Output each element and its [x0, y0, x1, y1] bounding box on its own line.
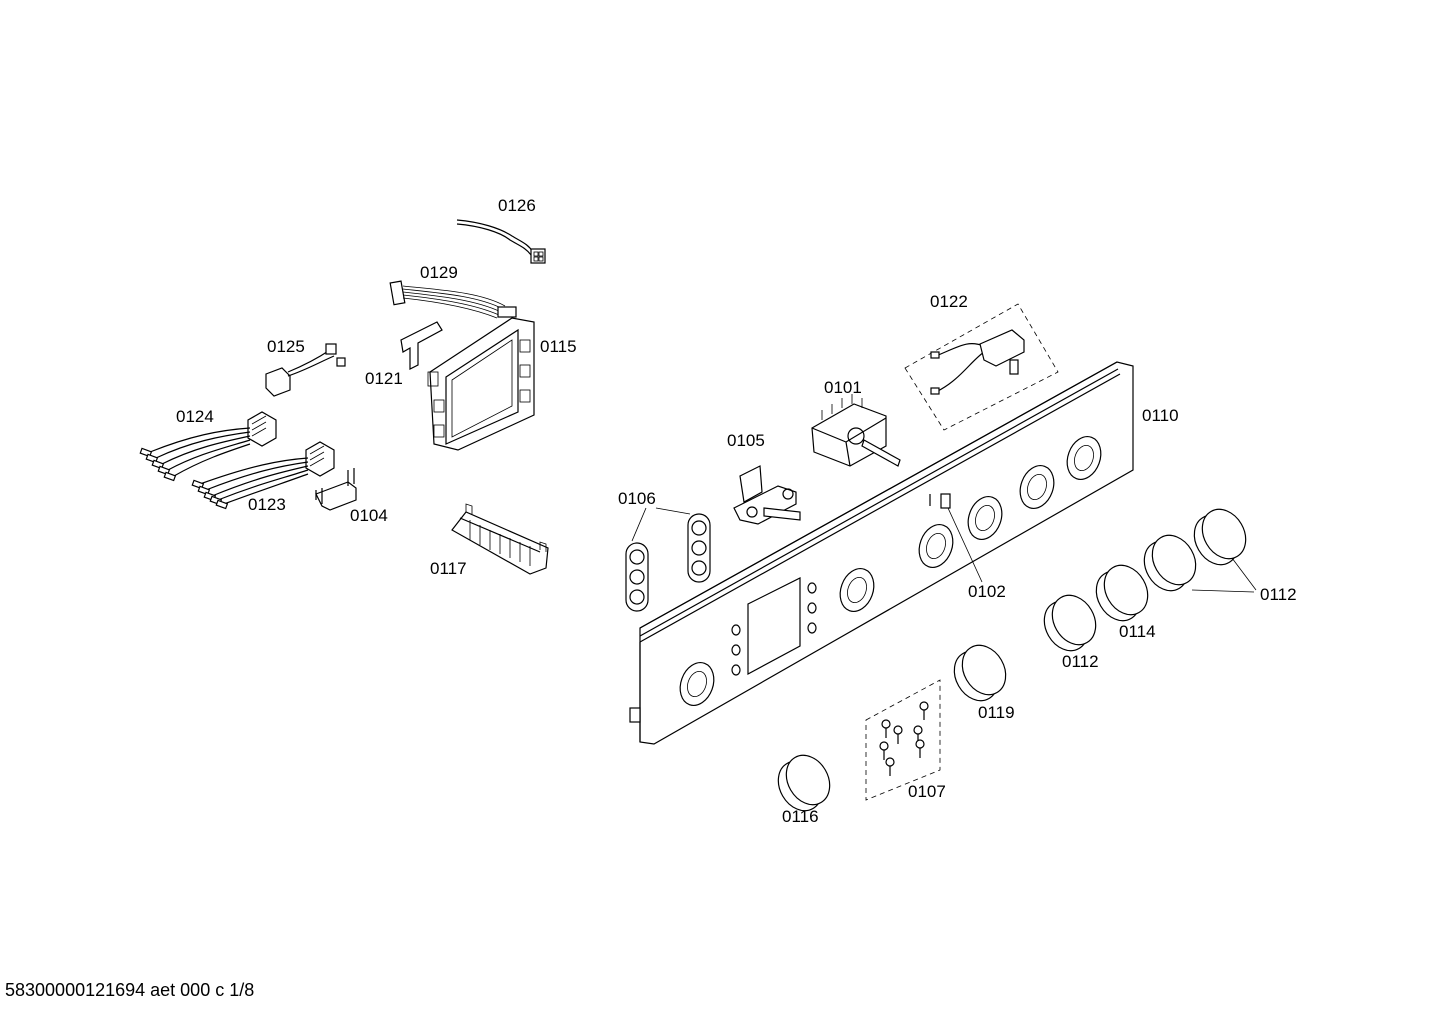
label-0116: 0116: [782, 807, 819, 826]
part-0110-control-panel: [629, 361, 1134, 745]
knob-0112-lower: [1043, 594, 1097, 652]
label-0117: 0117: [430, 559, 467, 578]
part-0102-small-part: [929, 493, 983, 583]
label-0106: 0106: [618, 489, 656, 508]
part-0115-control-module: [427, 317, 535, 451]
label-0122: 0122: [930, 292, 968, 311]
part-0125-harness: [265, 343, 346, 397]
part-0106-lens-strips: [625, 507, 711, 612]
part-0104-clip: [315, 468, 357, 511]
part-0121-bracket: [400, 321, 443, 370]
label-0105: 0105: [727, 431, 765, 450]
part-0107-screws: [865, 679, 941, 801]
knob-0116: [777, 754, 831, 812]
label-0110: 0110: [1142, 406, 1179, 425]
label-0126: 0126: [498, 196, 536, 215]
label-0114: 0114: [1119, 622, 1156, 641]
label-0121: 0121: [365, 369, 403, 388]
label-0107: 0107: [908, 782, 946, 801]
knob-0119: [953, 644, 1007, 702]
label-0112-lower: 0112: [1062, 652, 1099, 671]
part-0124-harness: [139, 411, 277, 482]
part-0117-terminal-block: [451, 503, 549, 575]
label-0101: 0101: [824, 378, 862, 397]
part-0129-ribbon-cable: [389, 280, 517, 319]
part-0122-switch-assembly: [904, 303, 1059, 431]
knob-0112-upper-a: [1143, 534, 1197, 592]
label-0119: 0119: [978, 703, 1015, 722]
label-0129: 0129: [420, 263, 458, 282]
part-0101-selector-switch: [811, 394, 901, 467]
label-0115: 0115: [540, 337, 577, 356]
label-0125: 0125: [267, 337, 305, 356]
label-0104: 0104: [350, 506, 388, 525]
knob-0112-upper-b: [1193, 508, 1247, 566]
knob-0114: [1095, 564, 1149, 622]
label-0102: 0102: [968, 582, 1006, 601]
part-0126-cable: [456, 219, 546, 264]
label-0123: 0123: [248, 495, 286, 514]
label-0112-upper: 0112: [1260, 585, 1297, 604]
part-0123-harness: [191, 441, 335, 510]
part-0105-switch: [733, 465, 801, 525]
document-id: 58300000121694 aet 000 c 1/8: [5, 980, 255, 1000]
label-0124: 0124: [176, 407, 214, 426]
part-labels: 0126 0129 0125 0115 0121 0124 0123 0104 …: [176, 196, 1297, 826]
